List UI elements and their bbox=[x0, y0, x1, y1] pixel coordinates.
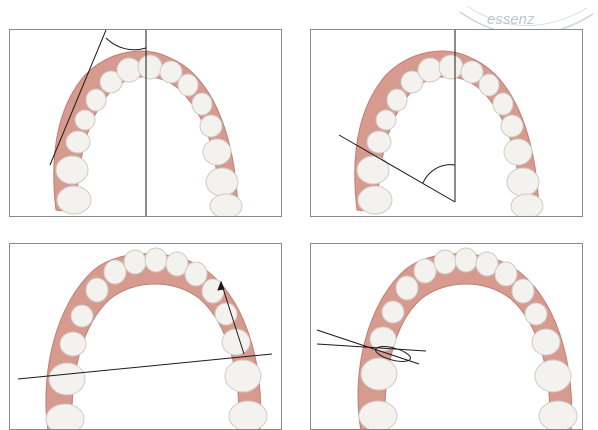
arch-diagram bbox=[10, 244, 282, 430]
dental-arch bbox=[358, 248, 577, 430]
arch-diagram bbox=[311, 244, 583, 430]
panel-lower-arch-tooth-axis bbox=[310, 243, 583, 430]
watermark-text: essenz bbox=[487, 11, 535, 28]
panel-lower-arch-molar-line bbox=[9, 243, 282, 430]
dental-arch bbox=[355, 51, 543, 217]
panel-upper-arch-front-angle bbox=[9, 29, 282, 217]
arch-diagram bbox=[10, 30, 282, 217]
dental-arch bbox=[54, 51, 242, 217]
panel-upper-arch-lateral-angle bbox=[310, 29, 583, 217]
dental-arch bbox=[46, 248, 267, 430]
arch-diagram bbox=[311, 30, 583, 217]
